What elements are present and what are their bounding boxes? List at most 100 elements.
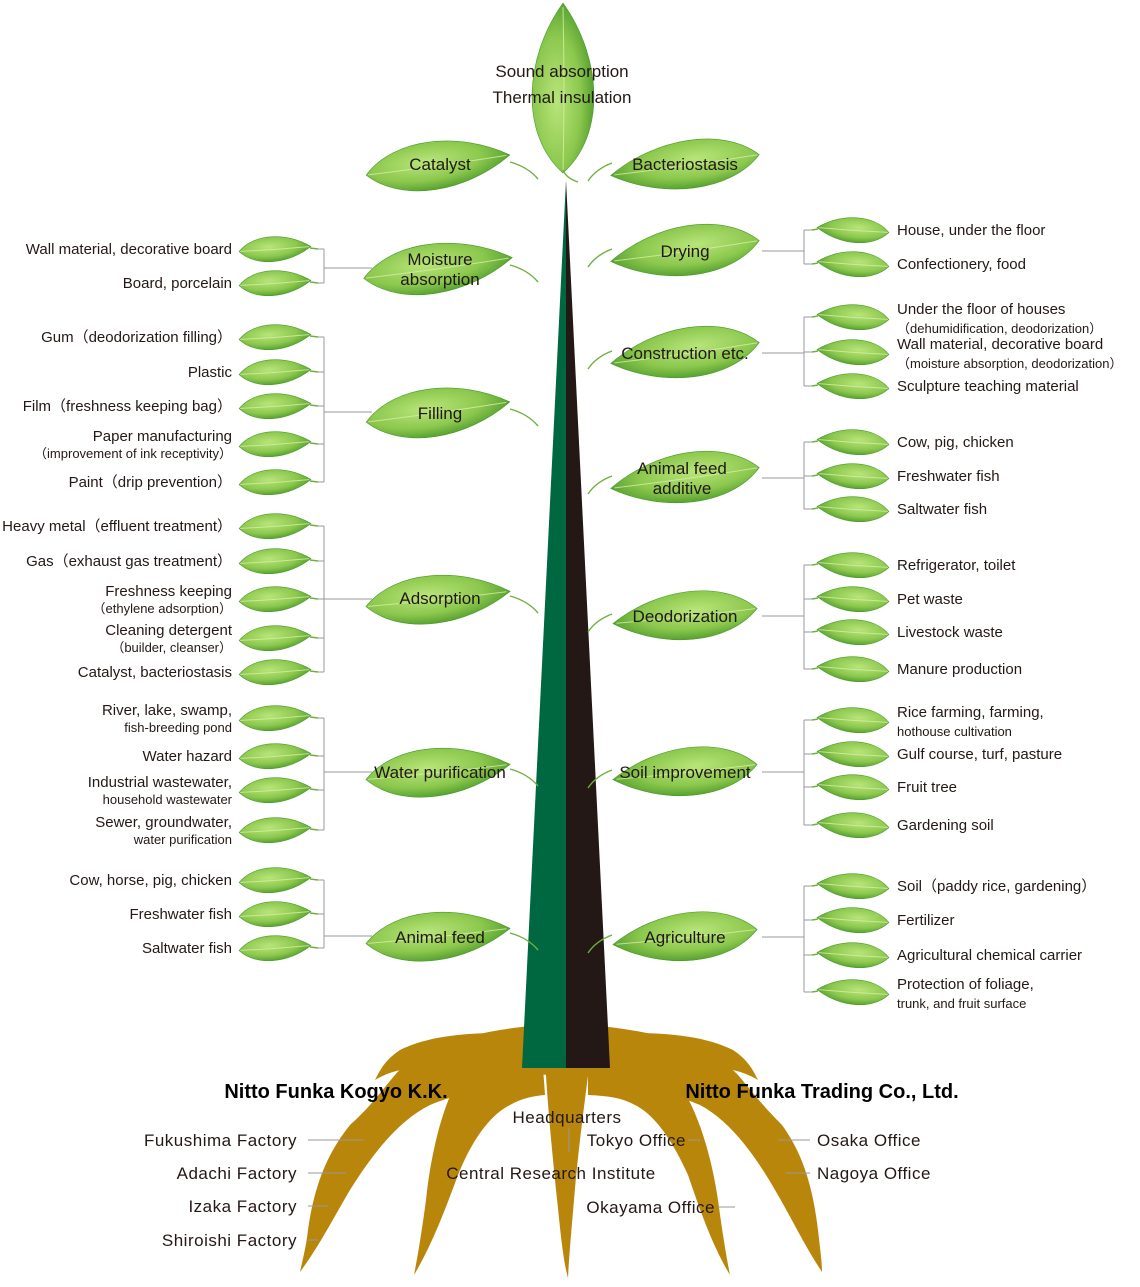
right-item-5-1: Gulf course, turf, pasture [897, 746, 1062, 763]
leaf-icon [365, 387, 511, 439]
leaf-icon [816, 979, 890, 1005]
leaf-icon [816, 741, 890, 767]
right-item-2-1-line1: Wall material, decorative board [897, 336, 1103, 353]
left-item-3-2-line2: （ethylene adsorption） [93, 601, 232, 616]
leaf-icon [365, 140, 511, 192]
right-item-1-1: Confectionery, food [897, 256, 1026, 273]
right-item-3-1: Freshwater fish [897, 468, 1000, 485]
leaf-icon [816, 907, 890, 933]
leaf-icon [816, 429, 890, 455]
left-item-5-2: Saltwater fish [142, 940, 232, 957]
center-office-2: Okayama Office [586, 1198, 715, 1217]
left-branch-label-1-line1: Moisture [407, 250, 472, 269]
right-branch-label-5: Soil improvement [619, 763, 751, 782]
left-item-3-1: Gas（exhaust gas treatment） [26, 553, 232, 570]
left-item-4-2-line2: household wastewater [103, 792, 233, 807]
tree-trunk-left [522, 180, 566, 1068]
left-item-4-1: Water hazard [143, 748, 232, 765]
right-item-3-2: Saltwater fish [897, 501, 987, 518]
leaf-icon [816, 217, 890, 243]
leaf-icon [816, 812, 890, 838]
right-item-4-2: Livestock waste [897, 624, 1003, 641]
leaf-icon [610, 138, 760, 190]
left-item-2-0: Gum（deodorization filling） [41, 329, 232, 346]
right-branch-label-2: Construction etc. [621, 344, 749, 363]
left-branch-label-0: Catalyst [409, 155, 471, 174]
top-label-line1: Sound absorption [495, 62, 628, 81]
left-item-4-3-line1: Sewer, groundwater, [95, 814, 232, 831]
left-office-3: Shiroishi Factory [162, 1231, 297, 1250]
leaf-icon [816, 656, 890, 682]
left-item-3-3-line2: （builder, cleanser） [111, 640, 232, 655]
leaf-icon [816, 463, 890, 489]
leaf-icon [238, 901, 312, 927]
left-item-2-3-line2: （improvement of ink receptivity） [34, 446, 232, 461]
right-item-6-3-line1: Protection of foliage, [897, 976, 1034, 993]
left-office-0: Fukushima Factory [144, 1131, 297, 1150]
right-branch-label-1: Drying [660, 242, 709, 261]
leaf-icon [238, 817, 312, 843]
leaf-icon [816, 586, 890, 612]
right-office-1: Nagoya Office [817, 1164, 931, 1183]
right-branch-label-4: Deodorization [633, 607, 738, 626]
right-office-0: Osaka Office [817, 1131, 921, 1150]
leaf-icon [238, 431, 312, 457]
right-branch-label-3-line2: additive [653, 479, 712, 498]
left-branch-label-4: Water purification [374, 763, 506, 782]
left-branch-label-1-line2: absorption [400, 270, 479, 289]
leaf-icon [238, 469, 312, 495]
left-item-4-2-line1: Industrial wastewater, [88, 774, 232, 791]
top-leaf-icon [531, 2, 595, 174]
right-item-5-0-line1: Rice farming, farming, [897, 704, 1044, 721]
right-item-6-3-line2: trunk, and fruit surface [897, 996, 1026, 1011]
left-item-3-4: Catalyst, bacteriostasis [78, 664, 232, 681]
left-item-1-0: Wall material, decorative board [26, 241, 232, 258]
leaf-icon [238, 324, 312, 350]
leaf-icon [238, 270, 312, 296]
right-item-6-0: Soil（paddy rice, gardening） [897, 878, 1096, 895]
left-branch-label-5: Animal feed [395, 928, 485, 947]
left-item-5-0: Cow, horse, pig, chicken [69, 872, 232, 889]
leaf-icon [365, 575, 511, 625]
leaf-icon [816, 251, 890, 277]
right-item-2-0-line2: （dehumidification, deodorization） [897, 321, 1102, 336]
right-item-6-2: Agricultural chemical carrier [897, 947, 1082, 964]
center-office-0: Tokyo Office [587, 1131, 686, 1150]
leaf-icon [816, 552, 890, 578]
leaf-icon [610, 223, 760, 277]
leaf-icon [816, 707, 890, 733]
leaf-icon [365, 748, 511, 798]
leaf-icon [238, 659, 312, 685]
leaf-icon [238, 743, 312, 769]
right-item-4-1: Pet waste [897, 591, 963, 608]
leaf-icon [238, 705, 312, 731]
leaf-icon [816, 619, 890, 645]
right-item-1-0: House, under the floor [897, 222, 1045, 239]
leaf-icon [816, 873, 890, 899]
tree-trunk-right [566, 180, 610, 1068]
leaf-icon [612, 746, 758, 796]
leaf-icon [363, 242, 513, 296]
right-branch-label-6: Agriculture [644, 928, 725, 947]
right-item-3-0: Cow, pig, chicken [897, 434, 1014, 451]
left-item-4-3-line2: water purification [133, 832, 232, 847]
tree-roots [300, 1025, 822, 1278]
left-office-1: Adachi Factory [177, 1164, 297, 1183]
headquarters-label: Headquarters [512, 1108, 621, 1127]
leaf-icon [238, 513, 312, 539]
right-branch-label-0: Bacteriostasis [632, 155, 738, 174]
leaf-icon [612, 590, 758, 640]
leaf-icon [610, 450, 760, 504]
leaf-icon [610, 325, 760, 379]
right-item-6-1: Fertilizer [897, 912, 955, 929]
left-item-5-1: Freshwater fish [129, 906, 232, 923]
left-item-2-3-line1: Paper manufacturing [93, 428, 232, 445]
leaf-icon [816, 373, 890, 399]
leaf-icon [238, 359, 312, 385]
top-label-line2: Thermal insulation [493, 88, 632, 107]
right-item-2-0-line1: Under the floor of houses [897, 301, 1065, 318]
left-item-1-1: Board, porcelain [123, 275, 232, 292]
leaf-icon [816, 496, 890, 522]
left-item-4-0-line1: River, lake, swamp, [102, 702, 232, 719]
